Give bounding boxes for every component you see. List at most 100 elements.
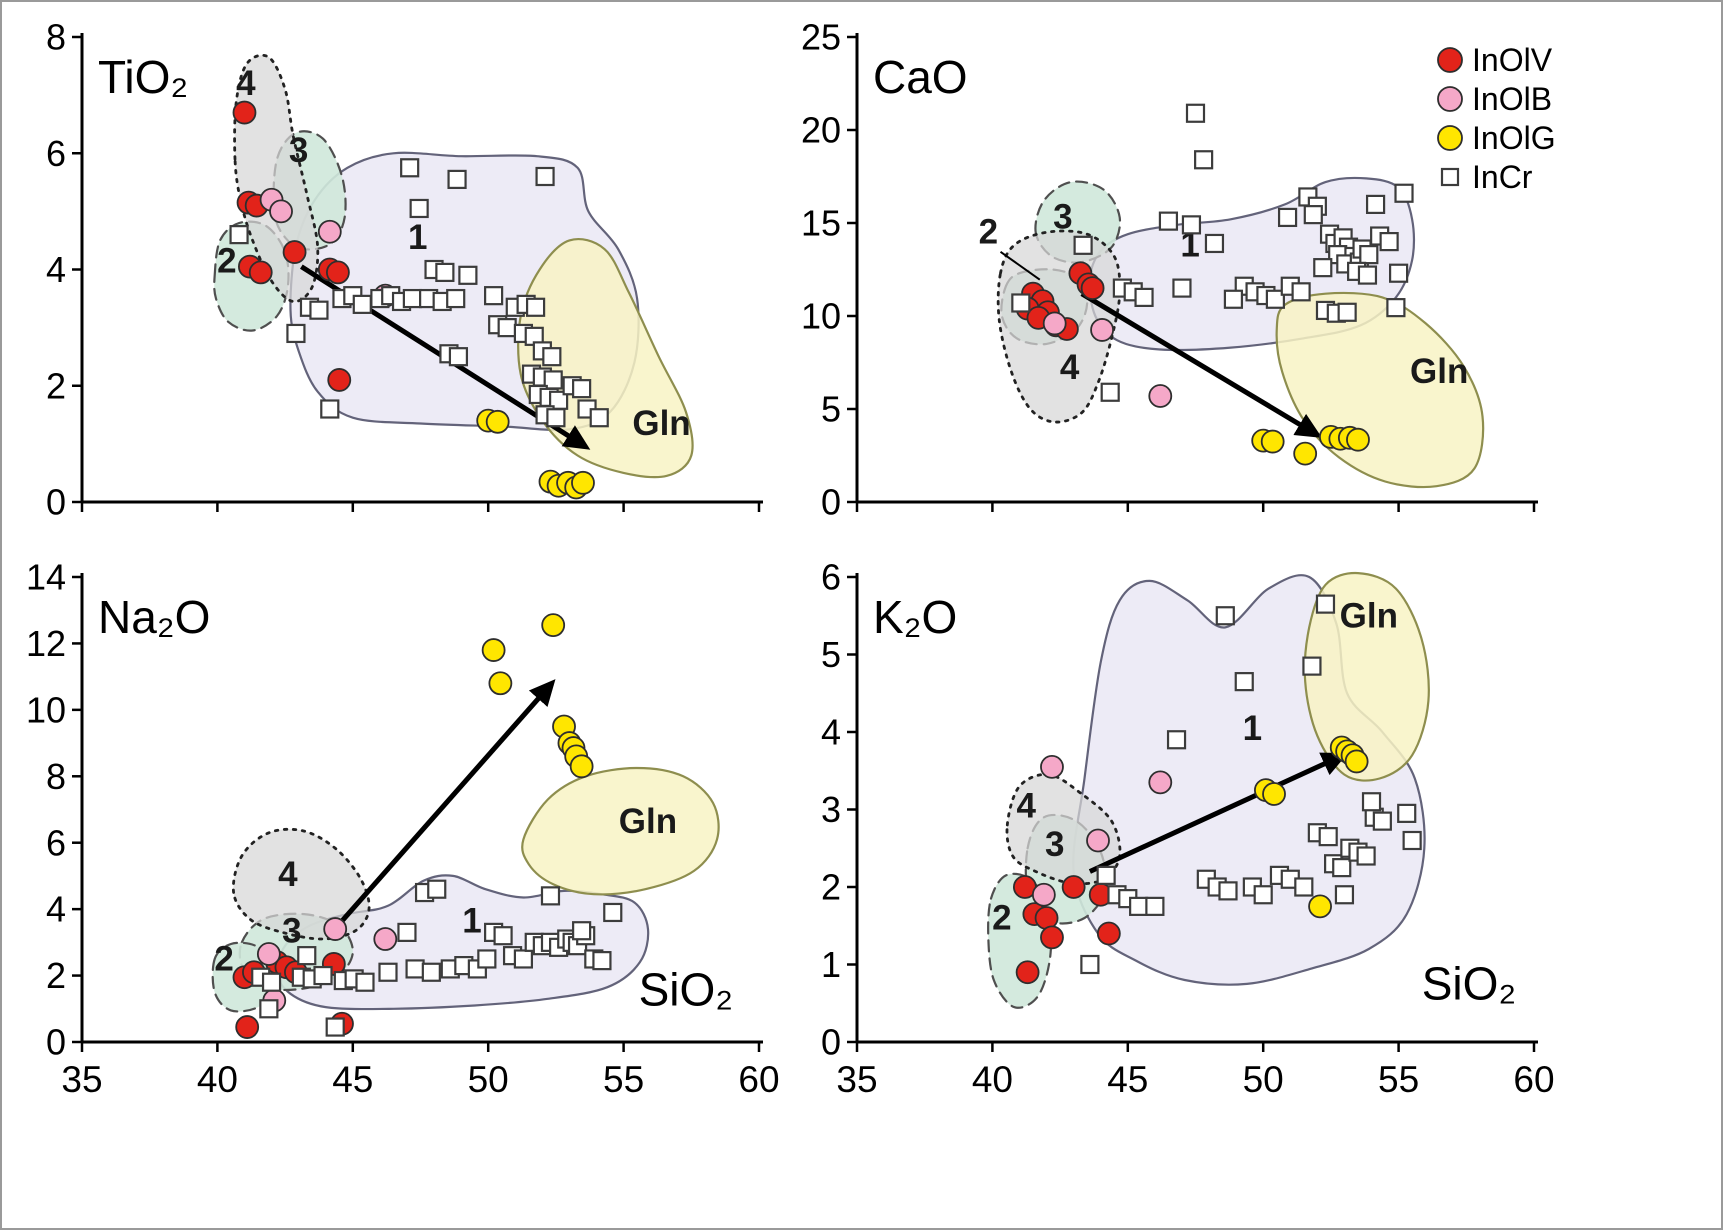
point-InCr — [409, 198, 429, 219]
field-label-Gln: Gln — [619, 802, 677, 841]
point-InCr — [493, 926, 513, 946]
point-InCr — [477, 949, 497, 969]
point-InOlB — [1031, 882, 1056, 907]
y-tick-label: 2 — [46, 955, 66, 996]
y-tick-label: 10 — [26, 689, 66, 730]
point-InCr — [572, 379, 592, 399]
y-tick-label: 15 — [801, 203, 841, 244]
point-InCr — [513, 949, 534, 969]
legend-marker-InOlV — [1437, 47, 1463, 73]
point-InCr — [313, 965, 333, 986]
field-label-2: 2 — [214, 940, 233, 979]
point-InCr — [261, 972, 282, 992]
point-InCr — [286, 323, 306, 344]
field-label-3: 3 — [1053, 198, 1072, 237]
point-InCr — [1303, 205, 1323, 225]
point-InCr — [297, 946, 317, 966]
x-tick-label: 50 — [468, 1059, 509, 1100]
series-InOlB — [1042, 311, 1173, 408]
point-InCr — [400, 158, 420, 178]
point-InCr — [1073, 235, 1093, 255]
point-InCr — [540, 886, 561, 906]
point-InCr — [497, 318, 517, 338]
y-tick-label: 4 — [46, 889, 66, 930]
y-tick-label: 2 — [821, 867, 841, 908]
point-InCr — [1277, 207, 1298, 228]
point-InCr — [535, 166, 555, 187]
y-tick-label: 8 — [46, 17, 66, 58]
point-InOlV — [235, 1015, 260, 1039]
point-InCr — [1294, 877, 1314, 897]
point-InOlB — [373, 927, 398, 951]
trend-arrow — [1080, 291, 1323, 438]
point-InOlG — [485, 409, 510, 434]
field-label-4: 4 — [278, 855, 298, 894]
point-InOlG — [571, 470, 595, 495]
point-InOlV — [1040, 925, 1064, 950]
x-tick-label: 35 — [61, 1059, 102, 1100]
x-tick-label: 50 — [1243, 1059, 1284, 1100]
y-tick-label: 4 — [46, 249, 66, 290]
y-tick-label: 5 — [821, 634, 841, 675]
point-InCr — [1356, 846, 1376, 866]
point-InCr — [1134, 287, 1154, 307]
point-InCr — [1388, 263, 1409, 283]
point-InOlB — [317, 219, 342, 244]
y-tick-label: 5 — [821, 389, 841, 430]
point-InCr — [542, 347, 562, 367]
field-label-4: 4 — [1017, 786, 1037, 825]
field-label-1: 1 — [1243, 709, 1262, 748]
point-InOlV — [1061, 875, 1086, 899]
field-label-1: 1 — [1180, 225, 1199, 264]
field-4 — [231, 827, 371, 941]
y-tick-label: 6 — [821, 557, 841, 598]
field-Gln — [1303, 571, 1430, 782]
legend-label-InOlB: InOlB — [1472, 81, 1552, 117]
point-InCr — [1223, 289, 1244, 309]
point-InCr — [448, 347, 469, 367]
point-InCr — [525, 297, 546, 317]
field-label-4: 4 — [236, 64, 256, 103]
y-tick-label: 14 — [26, 557, 66, 598]
point-InCr — [1291, 282, 1311, 302]
point-InOlB — [269, 199, 293, 224]
point-InCr — [1302, 656, 1322, 676]
field-label-4: 4 — [1060, 348, 1080, 387]
point-InCr — [1359, 245, 1379, 265]
point-InCr — [1394, 183, 1414, 203]
point-InCr — [1397, 803, 1417, 823]
point-InCr — [1265, 289, 1285, 309]
point-InOlG — [569, 754, 594, 779]
point-InCr — [320, 399, 340, 419]
x-tick-label: 55 — [1378, 1059, 1419, 1100]
point-InOlG — [1262, 782, 1286, 806]
point-InCr — [1332, 858, 1352, 878]
x-tick-label: 55 — [603, 1059, 644, 1100]
point-InOlB — [323, 917, 348, 941]
point-InOlB — [1148, 770, 1173, 795]
y-tick-label: 6 — [46, 822, 66, 863]
point-InOlB — [1148, 384, 1173, 408]
point-InOlV — [232, 100, 257, 125]
field-label-Gln: Gln — [632, 404, 690, 443]
point-InCr — [1181, 215, 1202, 235]
point-InCr — [1234, 672, 1254, 692]
y-tick-label: 12 — [26, 623, 66, 664]
field-label-3: 3 — [282, 911, 301, 950]
point-InCr — [355, 972, 375, 992]
point-InCr — [378, 962, 398, 982]
point-InOlB — [1086, 828, 1110, 853]
legend-label-InOlV: InOlV — [1472, 42, 1553, 78]
series-InCr — [229, 158, 609, 428]
legend-label-InOlG: InOlG — [1472, 120, 1556, 156]
point-InOlG — [1344, 749, 1369, 774]
point-InCr — [435, 262, 455, 283]
point-InOlG — [488, 671, 513, 696]
series-InOlV — [232, 100, 352, 392]
point-InCr — [1158, 211, 1179, 231]
point-InCr — [1100, 382, 1120, 402]
series-InOlV — [1012, 875, 1121, 985]
